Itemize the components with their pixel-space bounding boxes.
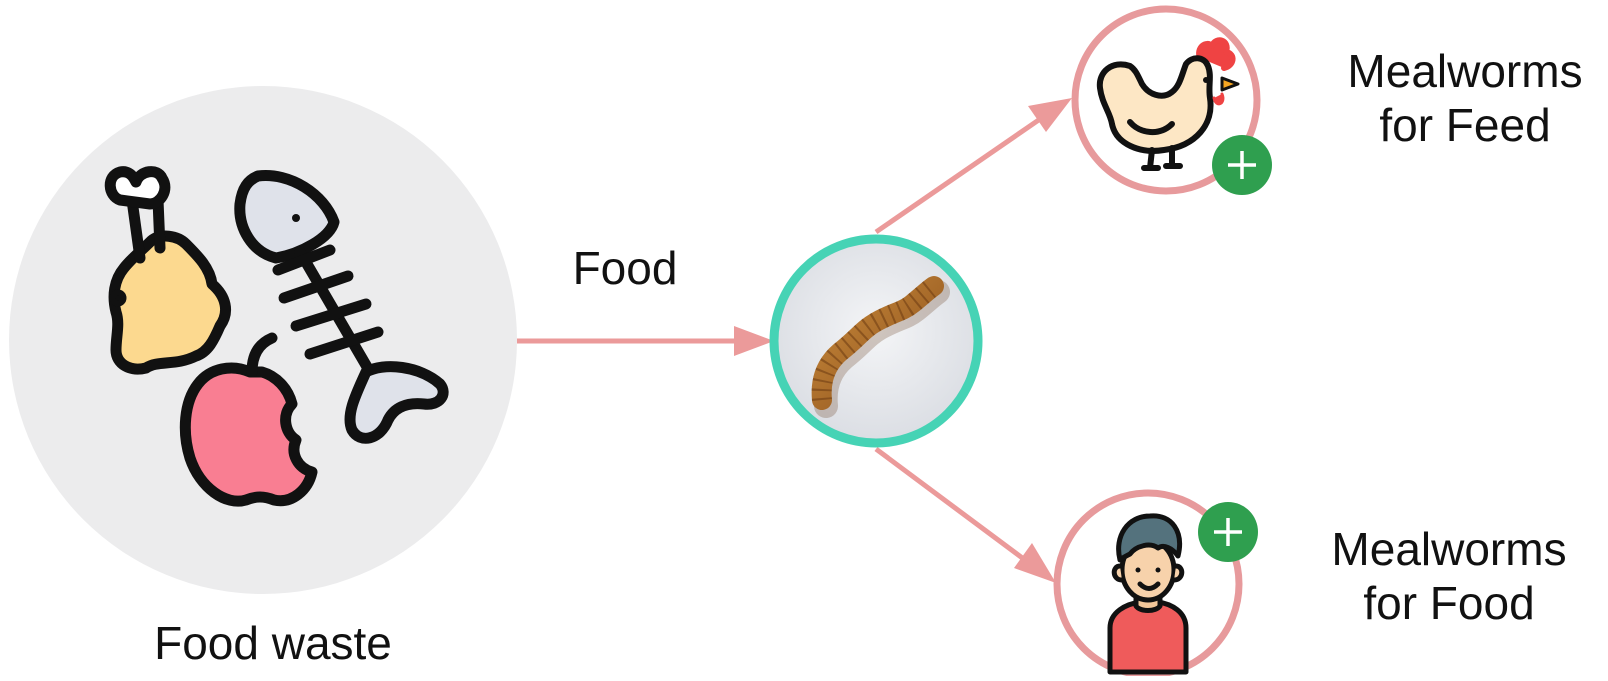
- plus-badge-food: [1198, 502, 1258, 562]
- food-waste-text: Food waste: [108, 616, 438, 670]
- label-mealworms-for-food: Mealworms for Food: [1314, 522, 1584, 630]
- feed-node: [1075, 9, 1272, 195]
- arrow-waste-to-worm: [517, 326, 774, 356]
- food-line2-text: for Food: [1314, 576, 1584, 630]
- label-arrow-food: Food: [540, 241, 710, 295]
- food-node: [1057, 493, 1258, 675]
- arrow-food-text: Food: [540, 241, 710, 295]
- mealworm-node: [774, 239, 978, 443]
- label-mealworms-for-feed: Mealworms for Feed: [1330, 44, 1600, 152]
- feed-line2-text: for Feed: [1330, 98, 1600, 152]
- arrow-worm-to-food: [876, 449, 1056, 583]
- plus-badge-feed: [1212, 135, 1272, 195]
- feed-line1-text: Mealworms: [1330, 44, 1600, 98]
- arrow-worm-to-feed: [876, 98, 1072, 232]
- food-line1-text: Mealworms: [1314, 522, 1584, 576]
- food-waste-node: [9, 86, 517, 594]
- label-food-waste: Food waste: [108, 616, 438, 670]
